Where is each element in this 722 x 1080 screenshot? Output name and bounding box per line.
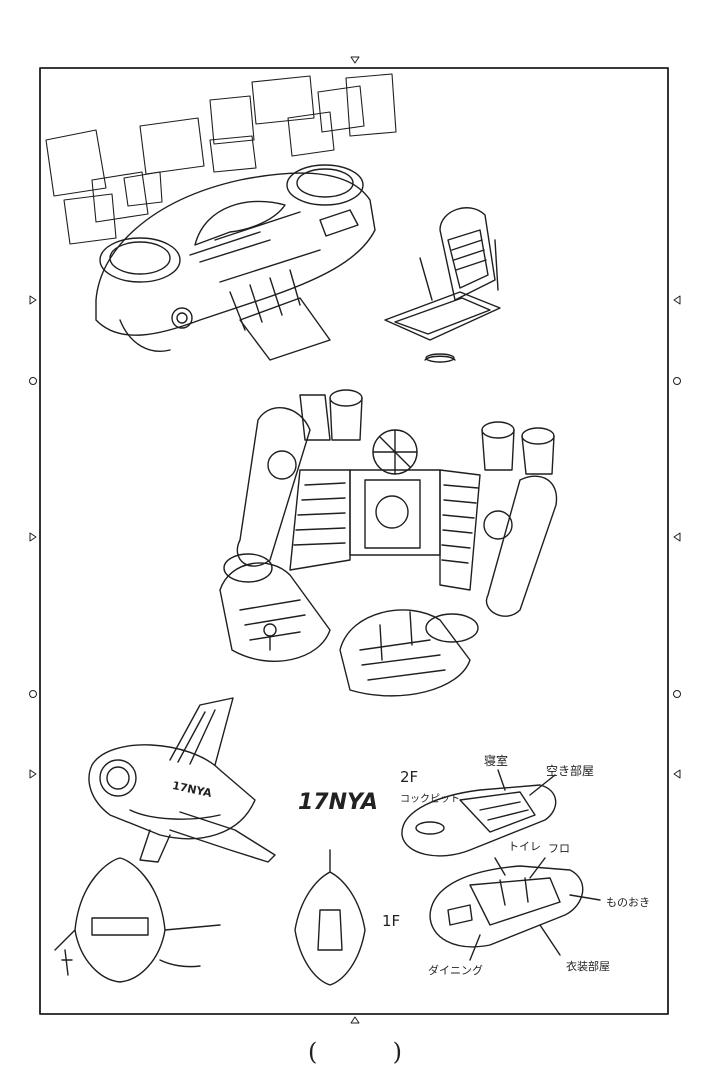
label-dining: ダイニング: [428, 964, 483, 977]
logo-mark: 17NYA: [298, 790, 378, 815]
bridge-hangar-view: [219, 389, 558, 697]
floorplan-2f: [401, 769, 557, 857]
label-1f: 1F: [382, 912, 401, 930]
label-bedroom: 寝室: [484, 754, 509, 768]
registration-marks: [29, 56, 681, 1024]
floorplan-1f: [429, 857, 601, 961]
label-storage: ものおき: [606, 896, 650, 909]
monitor-screens: [45, 73, 397, 245]
ship-three-quarter-view: [88, 697, 276, 863]
label-spare-room: 空き部屋: [546, 764, 595, 778]
panel-frame: [39, 67, 669, 1015]
pilot-seat: [384, 207, 501, 363]
page-number: ( ): [308, 1038, 402, 1066]
label-bath: フロ: [548, 842, 570, 855]
cockpit-console: [95, 164, 376, 361]
ship-rear-view: [294, 849, 366, 986]
label-2f: 2F: [400, 768, 419, 786]
label-toilet: トイレ: [508, 840, 541, 853]
label-wardrobe: 衣装部屋: [566, 960, 610, 973]
label-cockpit: コックピット: [400, 794, 460, 805]
ship-front-view: [54, 857, 221, 983]
